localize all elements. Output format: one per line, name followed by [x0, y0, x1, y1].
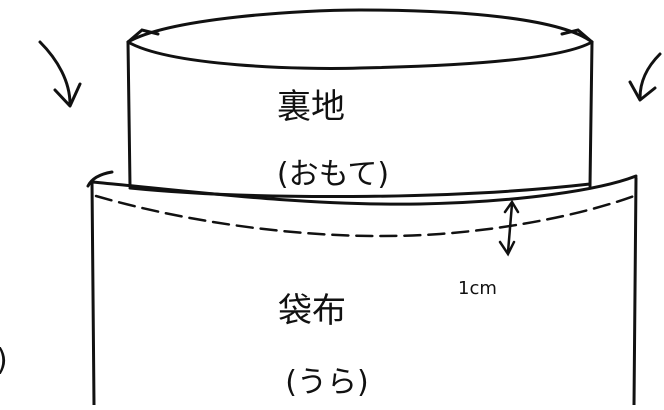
- lining-bottom-edge: [128, 182, 592, 199]
- lining-side-label: (おもて): [277, 157, 389, 192]
- lining-opening-front: [126, 40, 594, 70]
- seam-line: [94, 194, 636, 238]
- lining-opening-back: [126, 8, 594, 44]
- seam-allowance-marker: [498, 199, 520, 257]
- edge-fragment: ): [0, 343, 8, 378]
- outer-top-edge: [90, 174, 638, 206]
- lining-fold-right: [560, 28, 594, 44]
- seam-allowance-label: 1cm: [458, 278, 497, 299]
- fold-arrows: [38, 40, 662, 108]
- outer-side-label: (うら): [285, 365, 368, 400]
- outer-right-edge: [632, 176, 638, 407]
- lining-label: 裏地: [277, 87, 345, 127]
- left-arrow-icon: [38, 40, 72, 106]
- dimension-line: [506, 202, 514, 254]
- dimension-arrow-top: [503, 199, 520, 214]
- lining: [126, 8, 594, 199]
- right-arrow-head: [628, 80, 657, 102]
- lining-right-edge: [588, 40, 594, 188]
- outer-bag: [86, 170, 638, 407]
- outer-label: 袋布: [278, 291, 346, 331]
- outer-left-edge: [90, 180, 96, 407]
- outer-top-fold: [86, 170, 114, 188]
- right-arrow-icon: [638, 52, 662, 100]
- dimension-arrow-bottom: [498, 240, 516, 257]
- lining-fold-left: [126, 28, 160, 44]
- left-arrow-head: [53, 82, 82, 108]
- lining-left-edge: [126, 40, 132, 188]
